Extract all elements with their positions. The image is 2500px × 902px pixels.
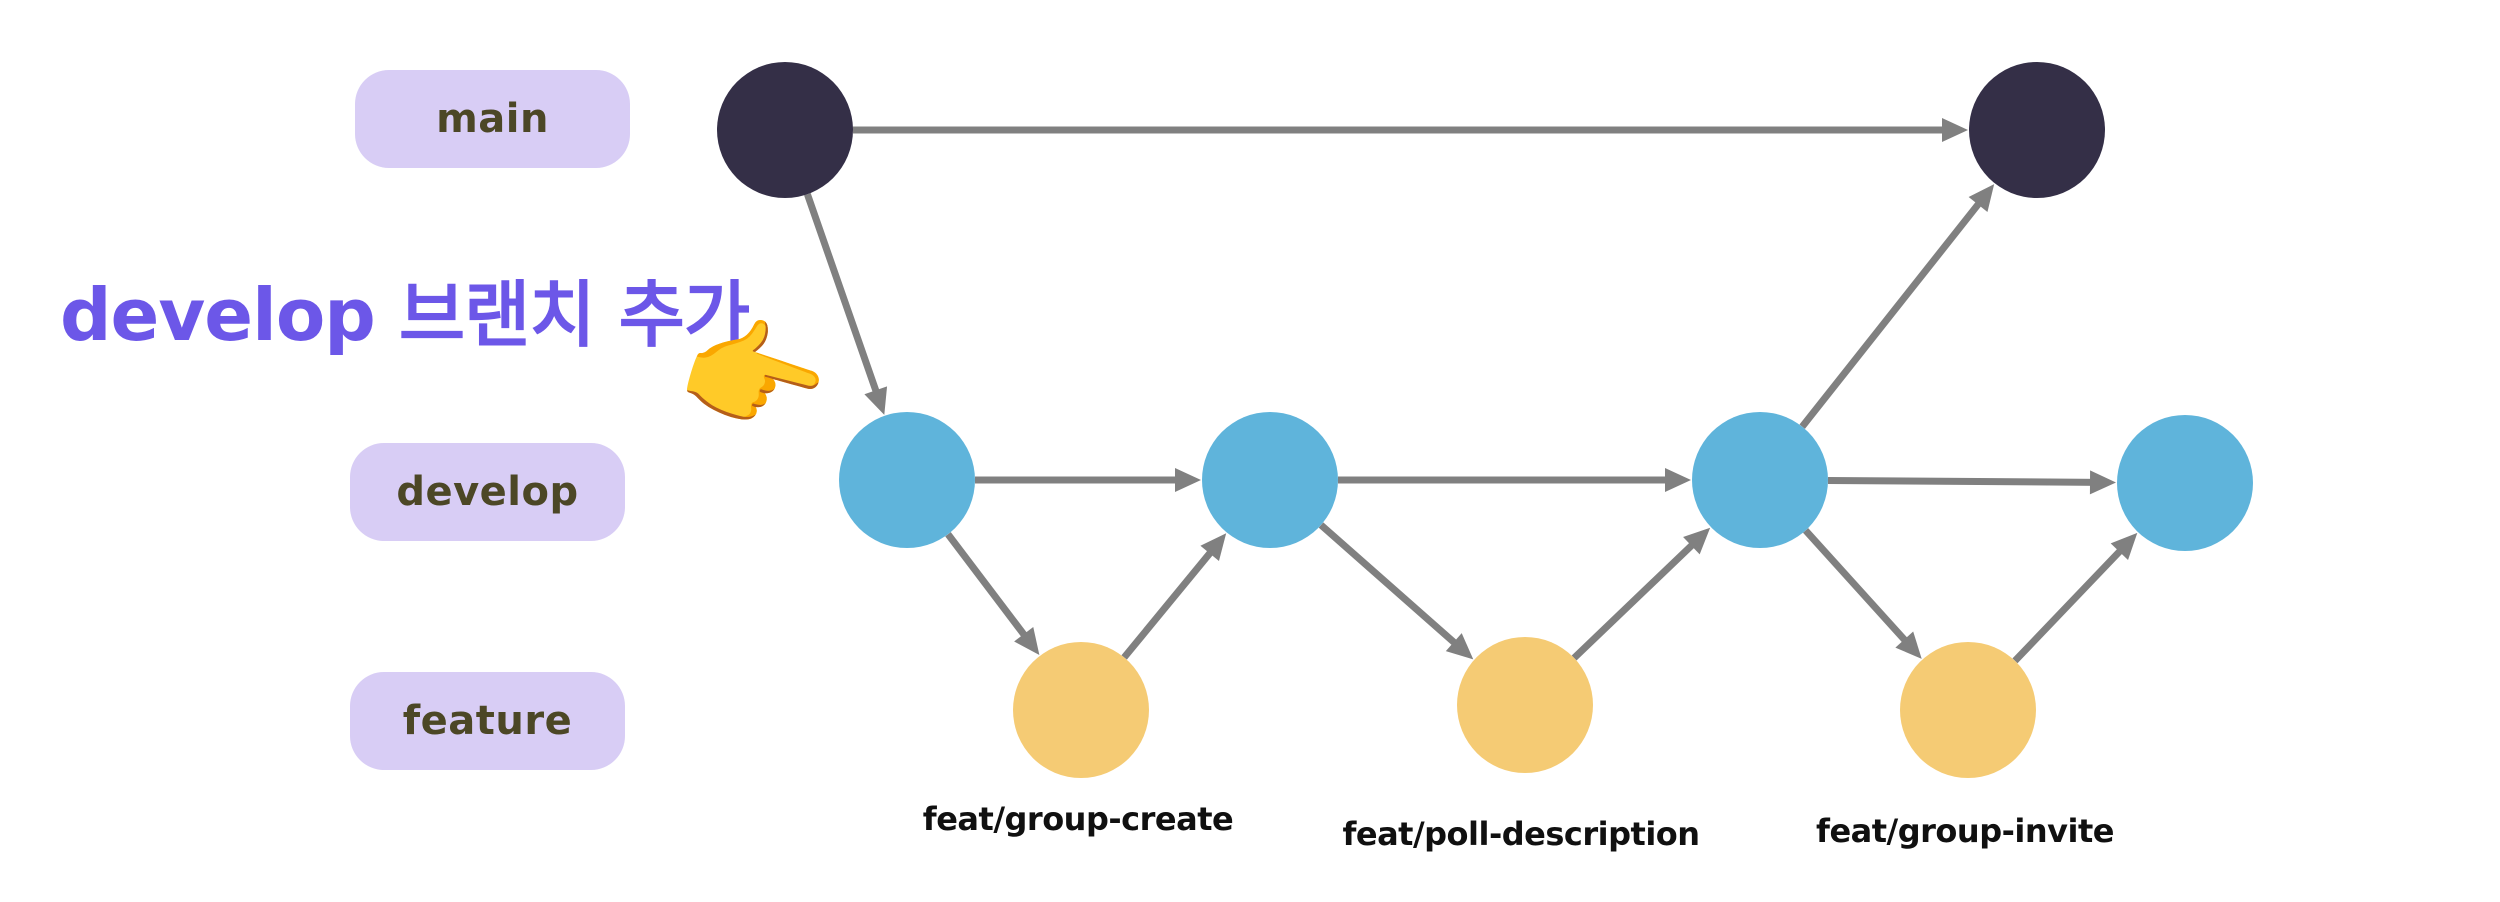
edge-main1-to-develop1 [804,193,882,399]
branch-label-feature-text: feature [402,698,573,744]
branch-label-feature[interactable]: feature [350,672,625,770]
commit-node-develop-4[interactable] [2117,415,2253,551]
commit-caption-poll-description: feat/poll-description [1342,815,1700,853]
commit-node-develop-1[interactable] [839,412,975,548]
commit-node-develop-3[interactable] [1692,412,1828,548]
edge-develop3-to-feature3 [1803,528,1912,648]
arrowhead-develop2-to-feature2 [1445,633,1474,660]
edge-develop3-to-develop4 [1827,476,2098,486]
arrowhead-develop2-to-develop3 [1665,468,1691,492]
arrowhead-develop3-to-feature3 [1895,631,1922,659]
branch-label-main-text: main [436,96,549,142]
arrowhead-develop3-to-develop4 [2089,470,2117,495]
arrowhead-feature1-to-develop2 [1200,533,1227,562]
commit-node-feature-2[interactable] [1457,637,1593,773]
commit-node-main-1[interactable] [717,62,853,198]
commit-caption-group-create: feat/group-create [922,800,1234,838]
arrowhead-main1-to-main2 [1942,118,1968,142]
branch-label-develop-text: develop [396,469,579,515]
arrowhead-develop1-to-develop2 [1175,468,1201,492]
edge-layer [804,118,2138,664]
annotation-heading: develop 브랜치 추가 [60,273,750,357]
arrowhead-feature3-to-develop4 [2110,532,2138,560]
commit-node-main-2[interactable] [1969,62,2105,198]
arrowhead-develop1-to-feature1 [1014,626,1040,655]
commit-node-feature-3[interactable] [1900,642,2036,778]
edge-feature2-to-develop3 [1571,538,1699,661]
arrowhead-feature2-to-develop3 [1683,527,1711,555]
edge-feature3-to-develop4 [2012,544,2127,664]
edge-feature1-to-develop2 [1121,545,1217,660]
edge-develop1-to-feature1 [945,532,1031,642]
edge-develop2-to-feature2 [1318,522,1462,650]
node-layer [717,62,2253,778]
arrowhead-main1-to-develop1 [864,386,888,415]
edge-develop3-to-main2 [1799,196,1986,429]
branch-label-main[interactable]: main [355,70,630,168]
commit-node-develop-2[interactable] [1202,412,1338,548]
commit-caption-group-invite: feat/group-invite [1816,812,2114,850]
branch-label-develop[interactable]: develop [350,443,625,541]
commit-node-feature-1[interactable] [1013,642,1149,778]
arrowhead-develop3-to-main2 [1968,184,1995,212]
